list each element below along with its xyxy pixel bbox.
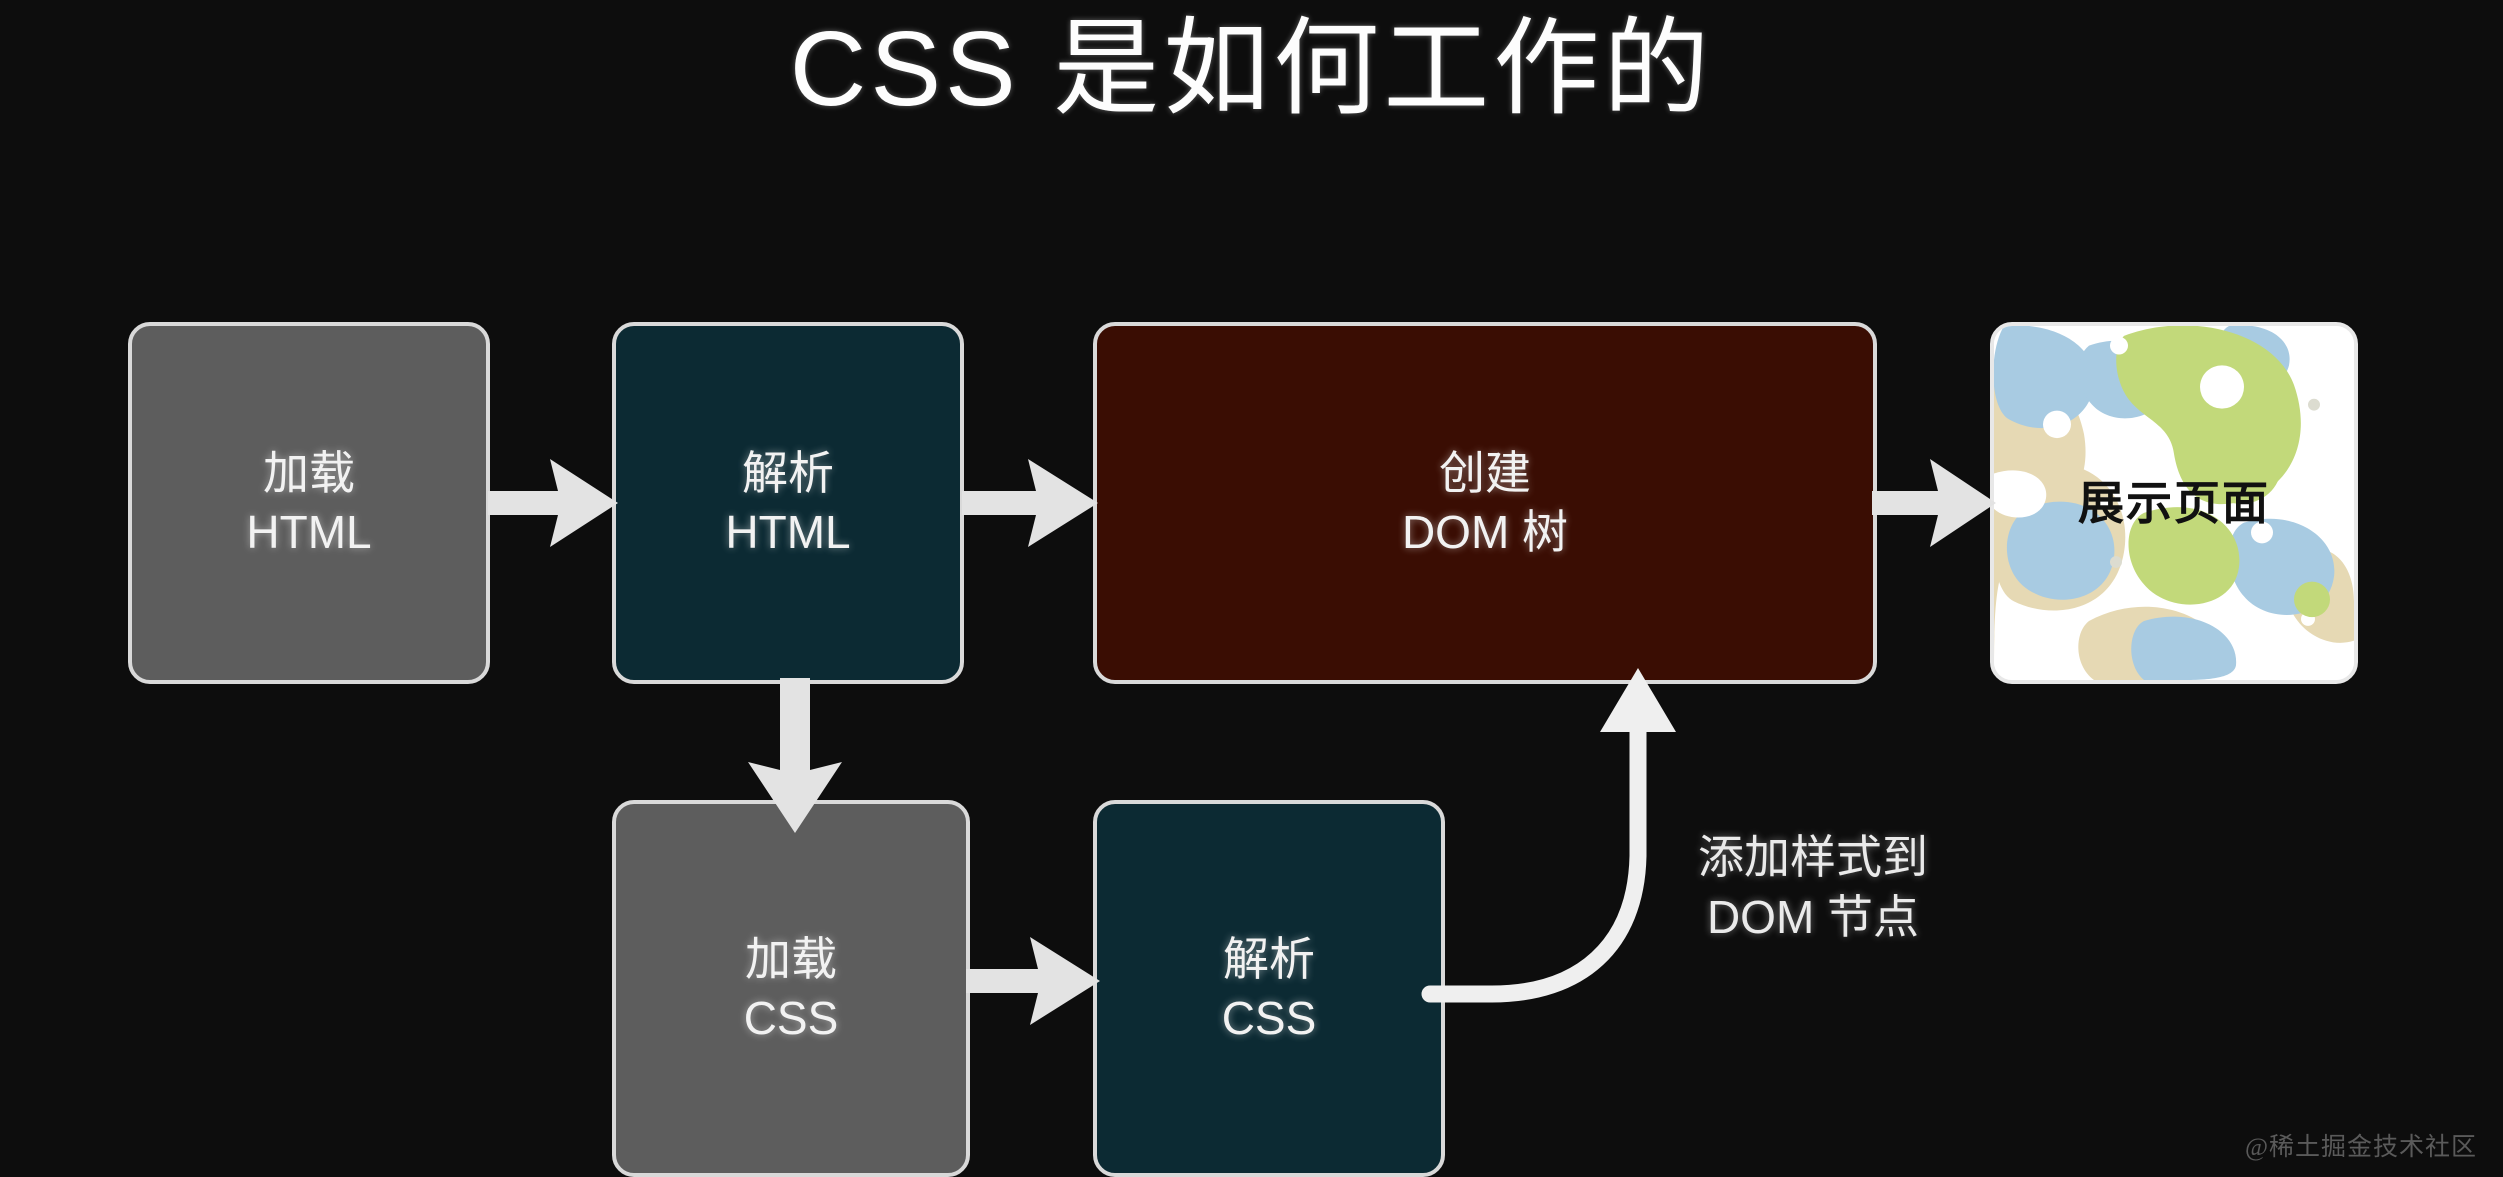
flow-node-parse-css-line2: CSS [1221,991,1317,1044]
arrow-right-icon-parse-html-to-create-dom [962,455,1098,551]
arrow-curve-icon-parse-css-to-create-dom [1421,650,1740,1040]
arrow-down-icon-parse-html-to-load-css [730,678,860,833]
flow-node-parse-html-line1: 解析 [742,447,834,500]
arrow-right-icon-load-html-to-parse-html [488,455,618,551]
flow-node-load-css-line2: CSS [743,991,839,1044]
flow-node-parse-html-line2: HTML [725,506,851,558]
flow-node-parse-html[interactable]: 解析 HTML [612,322,964,684]
flow-node-load-css-line1: 加载 [745,932,837,985]
arrow-right-icon-create-dom-to-render-page [1872,455,1996,551]
flow-node-load-html[interactable]: 加载 HTML [128,322,490,684]
arrow-right-icon-load-css-to-parse-css [966,933,1100,1029]
decorative-blob-pattern [1994,326,2354,680]
flow-node-render-page-label: 展示页面 [2078,476,2270,529]
page-title: CSS 是如何工作的 [789,10,1714,128]
edge-label-line2: DOM 节点 [1706,890,1920,943]
flow-node-parse-css[interactable]: 解析 CSS [1093,800,1445,1177]
flow-node-load-html-line2: HTML [246,506,372,558]
flow-node-load-css[interactable]: 加载 CSS [612,800,970,1177]
flow-node-render-page[interactable]: 展示页面 [1990,322,2358,684]
flow-node-create-dom-line1: 创建 [1439,447,1531,500]
edge-label-line1: 添加样式到 [1698,831,1928,883]
flow-node-parse-css-line1: 解析 [1223,932,1315,985]
flow-node-load-html-line1: 加载 [263,447,355,500]
flow-node-create-dom[interactable]: 创建 DOM 树 [1093,322,1877,684]
edge-label-add-style-to-dom: 添加样式到 DOM 节点 [1698,828,1928,948]
watermark: @稀土掘金技术社区 [2244,1134,2477,1161]
flow-node-create-dom-line2: DOM 树 [1401,506,1569,558]
